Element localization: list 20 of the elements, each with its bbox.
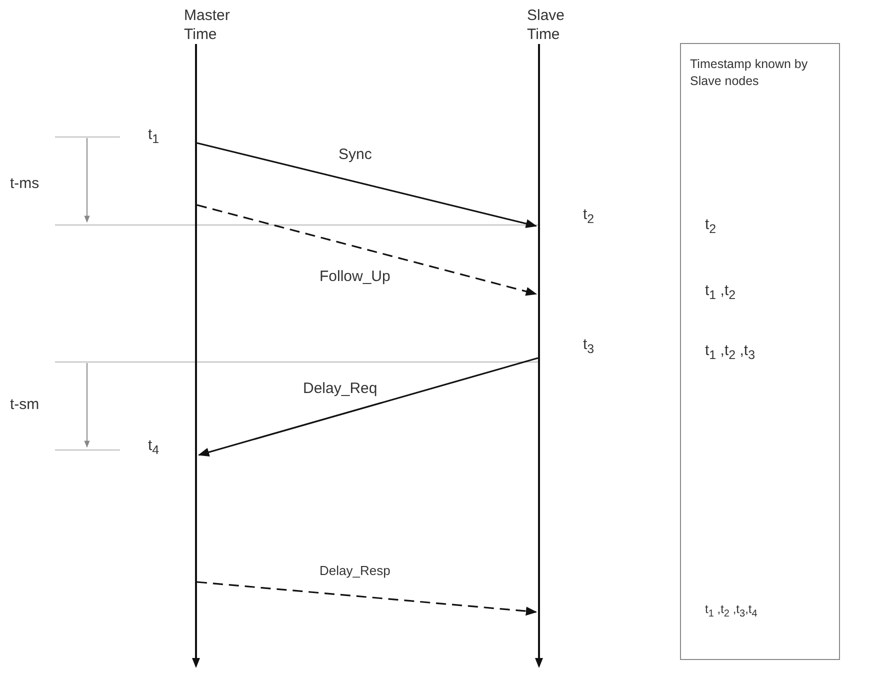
arrow — [196, 142, 538, 228]
dimension-label: t-sm — [10, 396, 40, 414]
dimension-label: t-ms — [10, 175, 40, 193]
panel-heading: Timestamp known by Slave nodes — [690, 56, 809, 90]
time-label: t$_{1}$ — [148, 126, 160, 148]
arrow — [196, 204, 538, 296]
edge-label: Follow_Up — [320, 268, 390, 286]
time-label: t$_{4}$ — [148, 437, 160, 459]
arrow — [196, 581, 538, 616]
edge-label: Delay_Req — [303, 380, 378, 398]
timestamp-list: t$_{1}$ ,t$_{2}$ — [705, 282, 736, 304]
panel-box — [680, 43, 840, 660]
timestamp-list: t$_{1}$ ,t$_{2}$ ,t$_{3}$,t$_{4}$ — [705, 600, 758, 624]
time-label: t$_{2}$ — [583, 206, 594, 228]
edge-label: Sync — [338, 146, 372, 164]
edge-label: Delay_Resp — [320, 562, 390, 580]
timestamp-list: t$_{2}$ — [705, 216, 716, 238]
time-label: t$_{3}$ — [583, 336, 594, 358]
arrow — [198, 357, 538, 457]
timestamp-list: t$_{1}$ ,t$_{2}$ ,t$_{3}$ — [705, 342, 756, 364]
